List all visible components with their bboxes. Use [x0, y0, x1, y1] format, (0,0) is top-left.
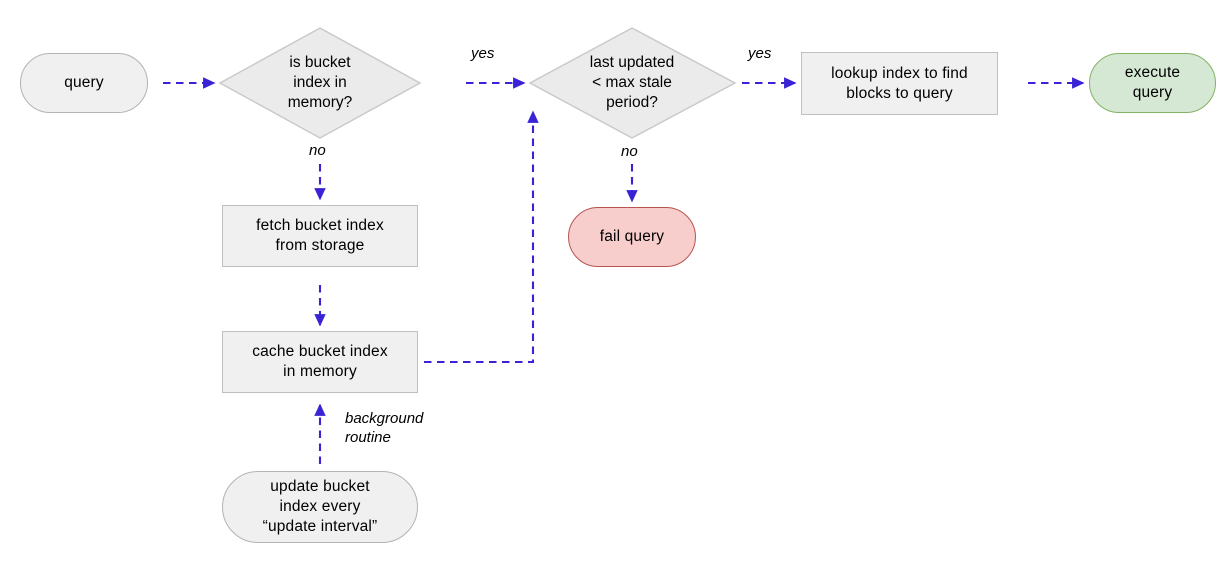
node-in-memory[interactable]: is bucket index in memory? [240, 28, 400, 138]
edge-cache-to-stale [424, 110, 539, 364]
node-stale-check[interactable]: last updated < max stale period? [552, 28, 712, 138]
edge-label-in-memory-yes: yes [471, 45, 495, 62]
node-fetch-bucket-index[interactable]: fetch bucket index from storage [222, 205, 418, 267]
node-execute-query[interactable]: execute query [1089, 53, 1216, 113]
node-execute-query-label: execute query [1124, 64, 1181, 101]
node-query-label: query [64, 74, 104, 92]
node-fetch-bucket-index-label: fetch bucket index from storage [256, 217, 384, 254]
edge-label-stale-yes: yes [748, 45, 772, 62]
node-cache-bucket-index[interactable]: cache bucket index in memory [222, 331, 418, 393]
edge-label-background-routine: background routine [345, 410, 424, 446]
node-query[interactable]: query [20, 53, 148, 113]
node-lookup-index-label: lookup index to find blocks to query [831, 64, 968, 102]
node-cache-bucket-index-label: cache bucket index in memory [252, 343, 388, 380]
edge-label-stale-no: no [621, 143, 638, 160]
node-stale-check-label: last updated < max stale period? [589, 54, 675, 111]
node-in-memory-label: is bucket index in memory? [287, 54, 353, 111]
node-fail-query[interactable]: fail query [568, 207, 696, 267]
edge-label-in-memory-no: no [309, 142, 326, 159]
node-update-bucket-index[interactable]: update bucket index every “update interv… [222, 471, 418, 543]
node-fail-query-label: fail query [599, 228, 665, 246]
node-lookup-index[interactable]: lookup index to find blocks to query [801, 52, 998, 115]
node-update-bucket-index-label: update bucket index every “update interv… [262, 478, 378, 535]
